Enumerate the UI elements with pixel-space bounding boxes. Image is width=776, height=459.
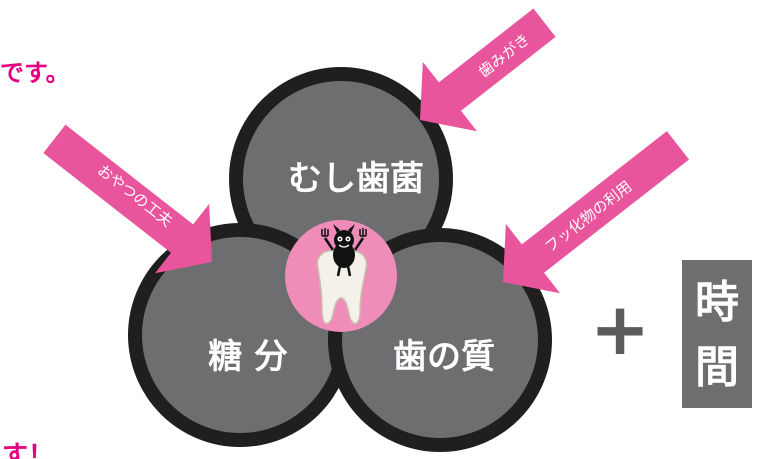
tooth-with-germ-icon xyxy=(285,220,397,332)
plus-sign: + xyxy=(590,287,650,371)
circle-left-label: 糖 分 xyxy=(208,337,288,377)
arrow-right-shape xyxy=(503,131,690,294)
circle-right-label: 歯の質 xyxy=(393,337,495,377)
arrow-top-shape xyxy=(420,8,556,132)
time-box-char-2: 間 xyxy=(695,342,739,393)
bottom-text-fragment: す！ xyxy=(2,441,54,459)
arrow-left xyxy=(43,124,212,274)
arrow-left-shape xyxy=(43,124,212,274)
time-box: 時 間 xyxy=(682,260,752,408)
circle-top-fill xyxy=(243,81,439,277)
arrow-right-label: フッ化物の利用 xyxy=(541,177,635,256)
germ-icon xyxy=(321,224,367,277)
intro-text-fragment: です。 xyxy=(0,59,70,87)
circle-top-label: むし歯菌 xyxy=(288,159,424,199)
time-box-bg xyxy=(682,260,752,408)
time-box-char-1: 時 xyxy=(695,277,739,328)
